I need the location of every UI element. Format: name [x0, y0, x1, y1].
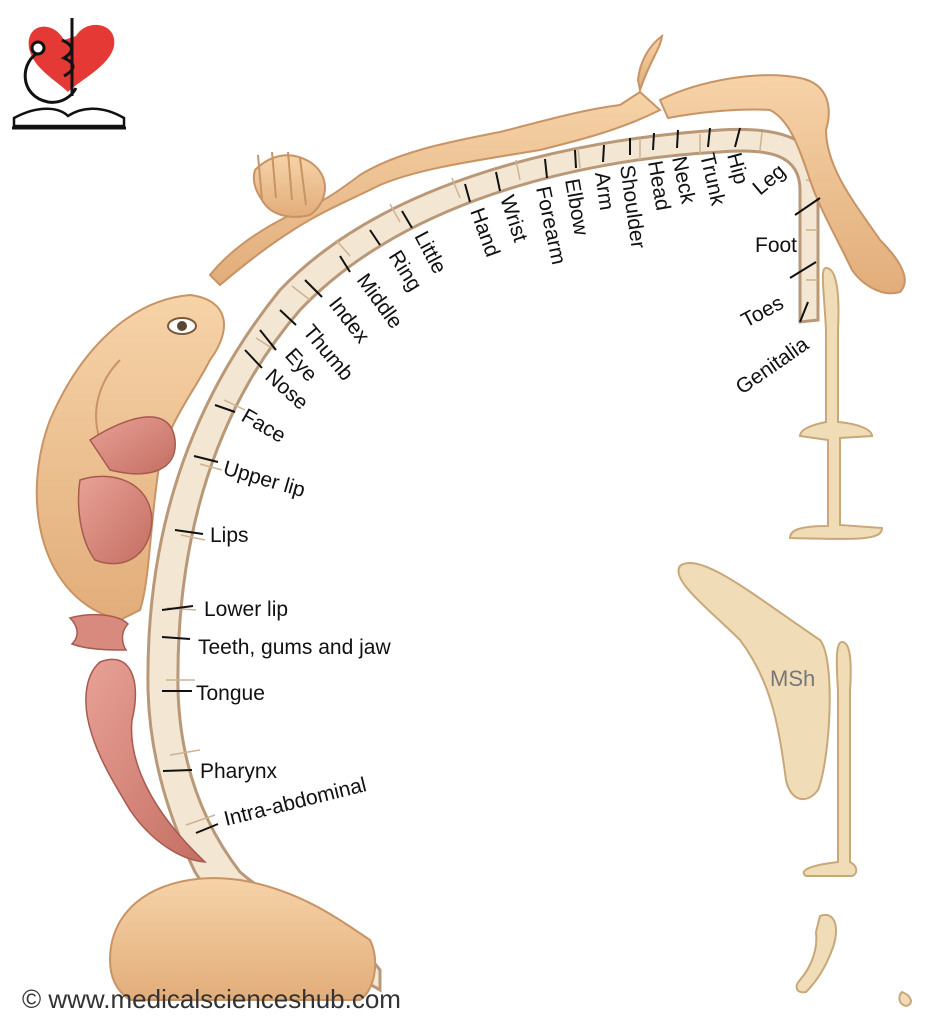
logo-icon	[12, 18, 126, 130]
cortex-segment-line	[169, 749, 201, 756]
cortex-segments	[166, 131, 819, 826]
cortex-segment-line	[185, 814, 216, 826]
cortex-segment-line	[255, 337, 276, 351]
cortex-segment-line	[515, 159, 521, 181]
label-ticks	[161, 127, 821, 834]
label-leg: Leg	[748, 160, 790, 200]
label-toes: Toes	[738, 291, 788, 332]
cortex-segment-line	[199, 463, 223, 471]
label-hand: Hand	[465, 205, 504, 260]
cortex-segment-line	[451, 177, 461, 199]
label-pharynx: Pharynx	[200, 760, 278, 783]
label-hip: Hip	[722, 150, 752, 186]
cortex-segment-line	[389, 203, 401, 223]
label-arm: Arm	[590, 170, 618, 211]
cortex-segment-line	[291, 285, 311, 301]
brain-watermark-label: MSh	[770, 666, 815, 691]
label-foot: Foot	[755, 234, 797, 257]
cortex-segment-line	[335, 239, 351, 257]
label-wrist: Wrist	[495, 192, 532, 244]
homunculus-figure	[35, 33, 912, 1008]
label-shoulder: Shoulder	[615, 163, 649, 249]
label-teeth-gums-jaw: Teeth, gums and jaw	[198, 636, 391, 659]
cortex-segment-line	[223, 399, 246, 411]
label-face: Face	[238, 404, 290, 447]
cortex-segment-line	[759, 131, 763, 151]
label-lower-lip: Lower lip	[204, 598, 288, 621]
label-upper-lip: Upper lip	[221, 457, 308, 502]
copyright-credit: © www.medicalscienceshub.com	[22, 984, 401, 1014]
region-labels: Genitalia Toes Foot Leg Hip Trunk Neck H…	[196, 150, 813, 831]
label-elbow: Elbow	[560, 177, 593, 238]
label-genitalia: Genitalia	[732, 333, 813, 400]
label-lips: Lips	[210, 524, 249, 547]
cortex-segment-line	[577, 147, 581, 169]
cortex-segment-line	[180, 534, 206, 541]
label-tongue: Tongue	[196, 682, 265, 705]
